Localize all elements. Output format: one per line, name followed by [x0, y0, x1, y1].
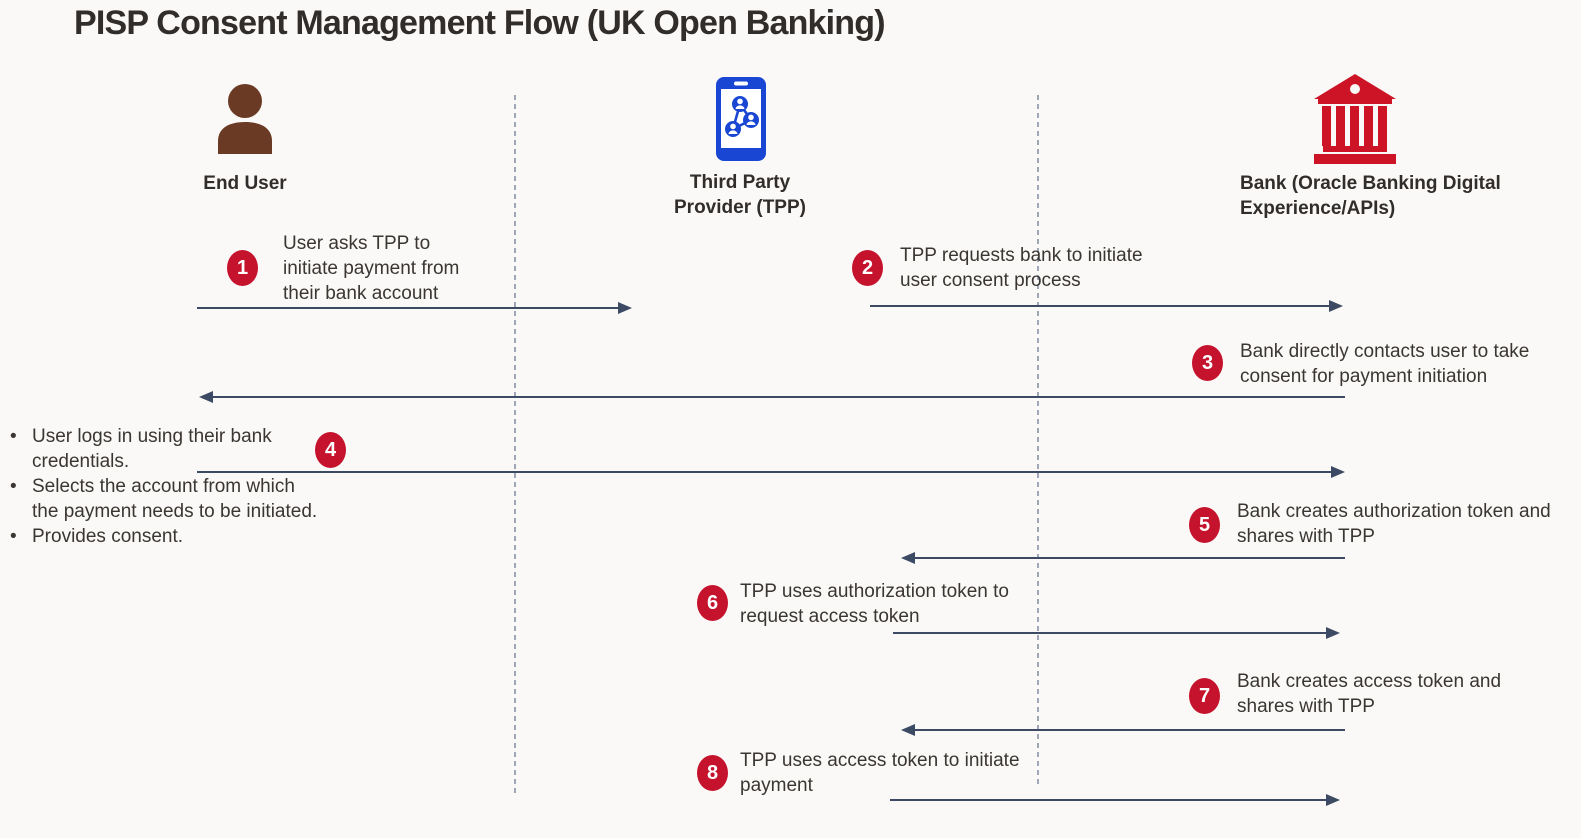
step-number-4: 4 [324, 438, 337, 461]
step-number-3: 3 [1201, 351, 1214, 374]
step-badge-8: 8 [697, 755, 728, 791]
actor-label-end-user: End User [203, 173, 287, 194]
step-text-2: TPP requests bank to initiate user conse… [900, 245, 1143, 291]
step-text-7: Bank creates access token and shares wit… [1237, 671, 1502, 717]
actor-label-bank-line2: Experience/APIs) [1240, 198, 1396, 219]
message-arrow-6 [893, 627, 1340, 639]
step4-note-item: Selects the account from which the payme… [8, 474, 320, 524]
step-badge-2: 2 [852, 250, 883, 286]
message-arrow-7 [901, 724, 1345, 736]
step-badge-3: 3 [1192, 345, 1223, 381]
step-badge-5: 5 [1189, 507, 1220, 543]
bank-icon [1314, 74, 1396, 164]
step-badge-7: 7 [1189, 678, 1220, 714]
message-arrow-5 [901, 552, 1345, 564]
actor-label-tpp-line2: Provider (TPP) [674, 197, 806, 218]
actor-label-bank-line1: Bank (Oracle Banking Digital [1240, 173, 1501, 194]
step-badge-4: 4 [315, 432, 346, 468]
person-icon [218, 84, 272, 154]
step-text-3: Bank directly contacts user to take cons… [1240, 341, 1530, 387]
actor-label-bank: Bank (Oracle Banking Digital Experience/… [1240, 171, 1560, 221]
step-number-7: 7 [1198, 684, 1211, 707]
step4-notes-list: User logs in using their bank credential… [8, 424, 320, 549]
step-number-2: 2 [861, 256, 874, 279]
step4-note-item: Provides consent. [8, 524, 320, 549]
actor-label-tpp-line1: Third Party [689, 172, 791, 193]
step-text-5: Bank creates authorization token and sha… [1237, 501, 1551, 547]
message-arrow-8 [890, 794, 1340, 806]
step-text-6: TPP uses authorization token to request … [740, 581, 1009, 627]
step-badge-1: 1 [227, 250, 258, 286]
message-arrow-4 [197, 466, 1345, 478]
step-text-1: User asks TPP to initiate payment from t… [283, 233, 460, 304]
step-number-6: 6 [706, 591, 719, 614]
message-arrow-1 [197, 302, 632, 314]
step-number-1: 1 [236, 256, 249, 279]
actor-label-tpp: Third Party Provider (TPP) [647, 170, 833, 220]
step4-note-item: User logs in using their bank credential… [8, 424, 320, 474]
smartphone-network-icon [716, 77, 766, 161]
step-text-8: TPP uses access token to initiate paymen… [740, 750, 1020, 796]
message-arrow-2 [870, 300, 1343, 312]
message-arrow-3 [199, 391, 1345, 403]
step-badge-6: 6 [697, 585, 728, 621]
step-number-5: 5 [1198, 513, 1211, 536]
step-number-8: 8 [706, 761, 719, 784]
page-title: PISP Consent Management Flow (UK Open Ba… [74, 4, 886, 42]
